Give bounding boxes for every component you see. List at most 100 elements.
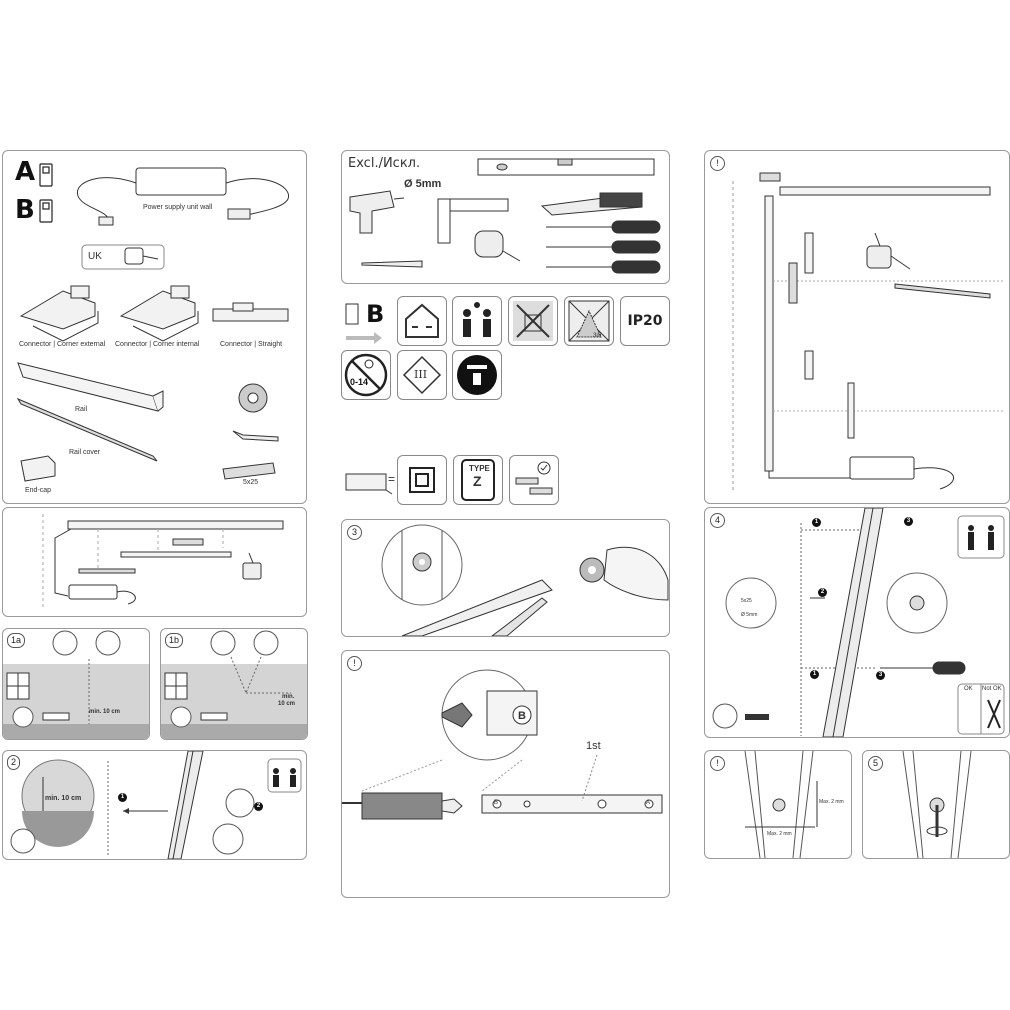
corner-internal-drawing bbox=[119, 285, 199, 342]
min-distance-label: min. 10 cm bbox=[45, 795, 82, 802]
warning-number: ! bbox=[710, 756, 725, 771]
straight-connector-drawing bbox=[212, 302, 289, 322]
callout-2: 2 bbox=[254, 802, 263, 811]
tolerance-panel: ! Max. 2 mm Max. 2 mm bbox=[704, 750, 852, 859]
power-supply-drawing bbox=[77, 167, 289, 226]
step-1b-illustration bbox=[161, 630, 307, 739]
warning-number: ! bbox=[347, 656, 362, 671]
tools-illustration bbox=[349, 158, 661, 274]
minimum-distance-icon: 3m bbox=[564, 296, 614, 346]
warning-number: ! bbox=[710, 156, 725, 171]
corner-external-label: Connector | Corner external bbox=[19, 341, 106, 348]
spotlight-drawing bbox=[242, 552, 262, 580]
manual-icon-a bbox=[39, 163, 53, 187]
pencil-icon bbox=[361, 260, 423, 268]
connector-b-label: B bbox=[518, 710, 526, 722]
step-1b-number: 1b bbox=[165, 633, 184, 648]
layout-overview-panel: ! bbox=[704, 150, 1010, 504]
uk-label: UK bbox=[88, 251, 102, 262]
letter-b: B bbox=[15, 195, 35, 225]
connector-insert-illustration bbox=[342, 669, 663, 820]
step-1a-number: 1a bbox=[7, 633, 26, 648]
max-horizontal-label: Max. 2 mm bbox=[767, 831, 792, 837]
drill-bit-label: Ø 5mm bbox=[404, 178, 442, 190]
step-2-panel: 2 min. 10 cm 1 2 bbox=[2, 750, 307, 860]
age-label: 0-14 bbox=[350, 377, 369, 387]
distance-label: 10 cm bbox=[278, 701, 296, 707]
psu-label: Power supply unit wall bbox=[143, 204, 213, 211]
callout-2: 2 bbox=[818, 588, 827, 597]
psu-mini-icon bbox=[345, 473, 393, 495]
screwdriver-icon bbox=[546, 220, 661, 274]
not-ok-label: Not OK bbox=[982, 686, 1002, 692]
step-5-number: 5 bbox=[868, 756, 883, 771]
class-label: III bbox=[414, 368, 428, 381]
manual-b-icon bbox=[345, 303, 382, 344]
corner-external-drawing bbox=[19, 285, 99, 342]
double-insulation-icon bbox=[397, 455, 447, 505]
drill-size-label: Ø 5mm bbox=[741, 612, 758, 618]
step-2-number: 2 bbox=[7, 755, 21, 770]
rail-cover-label: Rail cover bbox=[69, 449, 101, 456]
max-vertical-label: Max. 2 mm bbox=[819, 799, 844, 805]
callout-1: 1 bbox=[118, 793, 127, 802]
drill-icon bbox=[349, 190, 405, 234]
type-label: TYPE bbox=[469, 464, 490, 473]
straight-connector-label: Connector | Straight bbox=[220, 341, 283, 348]
ip20-icon: IP20 bbox=[620, 296, 670, 346]
ceiling-mount-icon bbox=[452, 350, 502, 400]
plug-size-label: 5x25 bbox=[741, 598, 752, 604]
callout-1-top: 1 bbox=[812, 518, 821, 527]
distance-label: 3m bbox=[593, 333, 602, 339]
manual-icon-b bbox=[39, 199, 53, 223]
rail-a-label: A bbox=[646, 800, 651, 806]
end-cap-label: End-cap bbox=[25, 487, 52, 494]
callout-3-top: 3 bbox=[904, 517, 913, 526]
tape-measure-icon bbox=[474, 230, 521, 262]
knife-icon bbox=[540, 192, 643, 216]
step-5-panel: 5 bbox=[862, 750, 1010, 859]
parts-panel: A B Power supply unit wall UK Connector … bbox=[2, 150, 307, 504]
screw-drawing bbox=[232, 430, 279, 442]
uk-plug-icon bbox=[124, 247, 159, 265]
type-z-icon: TYPE Z bbox=[453, 455, 503, 505]
first-label: 1st bbox=[586, 740, 601, 752]
parts-illustrations bbox=[16, 163, 289, 482]
rail-label: Rail bbox=[75, 406, 88, 413]
callout-3-bottom: 3 bbox=[876, 671, 885, 680]
manual-b-letter: B bbox=[366, 300, 385, 328]
letter-a: A bbox=[15, 157, 36, 187]
wall-plug-drawing bbox=[222, 462, 276, 480]
step-4-illustration bbox=[712, 508, 1005, 737]
tools-panel: Excl./Искл. Ø 5mm bbox=[341, 150, 670, 284]
excluded-tools-label: Excl./Искл. bbox=[348, 156, 421, 171]
ok-label: OK bbox=[964, 686, 973, 692]
not-for-children-icon: 0-14 bbox=[341, 350, 391, 400]
spotlight-drawing bbox=[866, 232, 911, 270]
protection-class-iii-icon: III bbox=[397, 350, 447, 400]
tolerance-illustration bbox=[744, 751, 818, 858]
min-distance-label: min. 10 cm bbox=[89, 709, 121, 715]
two-persons-icon bbox=[452, 296, 502, 346]
square-ruler-icon bbox=[437, 198, 509, 244]
step-3-number: 3 bbox=[347, 525, 362, 540]
screw-size-label: 5x25 bbox=[243, 479, 259, 486]
step-2-illustration bbox=[10, 751, 302, 859]
step-4-number: 4 bbox=[710, 513, 725, 528]
step-1a-panel: 1a min. 10 cm bbox=[2, 628, 150, 740]
overview-panel bbox=[2, 507, 307, 617]
step-5-illustration bbox=[902, 751, 972, 858]
step-1b-panel: 1b min. 10 cm bbox=[160, 628, 308, 740]
corner-internal-label: Connector | Corner internal bbox=[115, 341, 200, 348]
step-1a-illustration bbox=[3, 630, 149, 739]
z-label: Z bbox=[473, 473, 482, 489]
end-cap-drawing bbox=[20, 455, 56, 482]
connector-insert-panel: ! B 1st B A bbox=[341, 650, 670, 898]
equals-sign: = bbox=[388, 472, 396, 486]
layout-overview-illustration bbox=[732, 172, 1005, 491]
step-3-illustration bbox=[381, 524, 669, 636]
ip-rating-label: IP20 bbox=[627, 313, 663, 329]
rail-drawing bbox=[17, 362, 164, 412]
overview-illustration bbox=[42, 514, 284, 608]
step-3-panel: 3 bbox=[341, 519, 670, 637]
